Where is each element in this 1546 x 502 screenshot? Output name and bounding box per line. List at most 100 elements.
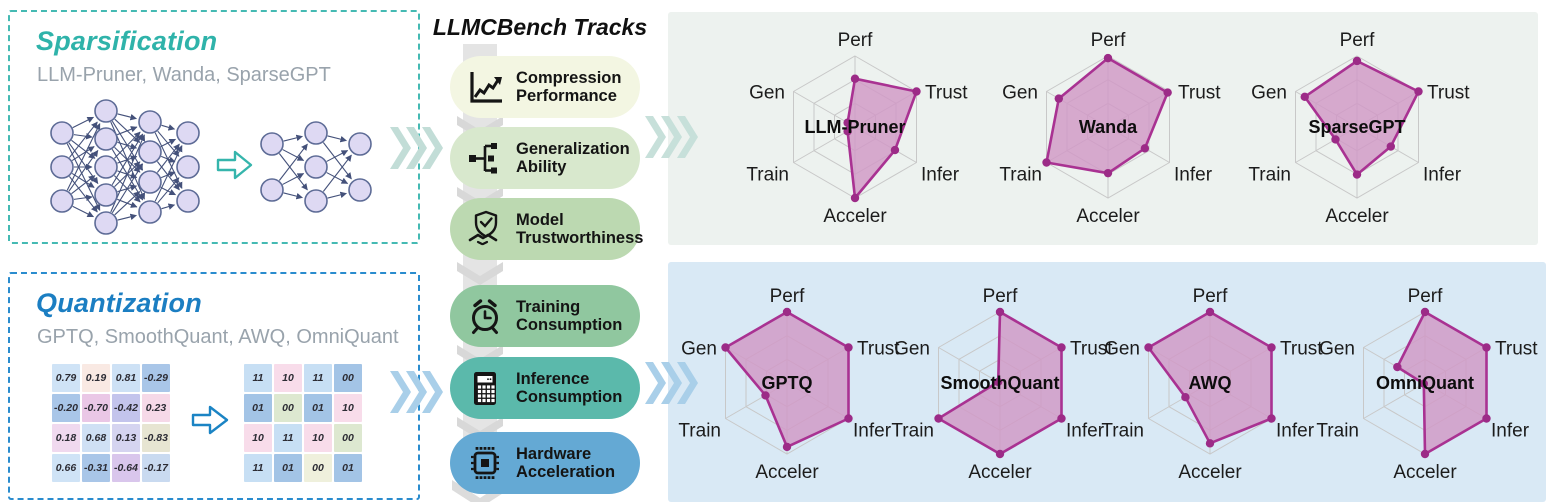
svg-text:Infer: Infer [921,165,960,186]
radar-method-name: OmniQuant [1376,373,1474,393]
float-matrix-cell: 0.18 [52,424,80,452]
svg-text:Perf: Perf [838,30,874,51]
float-matrix-cell: 0.68 [82,424,110,452]
float-matrix-cell: -0.29 [142,364,170,392]
float-matrix-cell: 0.66 [52,454,80,482]
svg-text:Acceler: Acceler [1178,462,1242,483]
float-matrix-cell: -0.42 [112,394,140,422]
float-matrix-cell: -0.31 [82,454,110,482]
radar-method-name: GPTQ [761,373,812,393]
int-matrix-cell: 01 [334,454,362,482]
svg-text:Trust: Trust [1427,83,1470,104]
int-matrix-cell: 10 [304,424,332,452]
svg-text:Acceler: Acceler [1325,206,1389,227]
svg-text:Train: Train [1316,421,1359,442]
svg-text:Train: Train [678,421,721,442]
sparsification-title: Sparsification [36,26,218,56]
sparsification-methods: LLM-Pruner, Wanda, SparseGPT [37,64,331,86]
int-matrix-cell: 00 [334,424,362,452]
svg-text:Gen: Gen [1251,83,1287,104]
int-matrix-cell: 11 [304,364,332,392]
svg-text:Trust: Trust [1280,339,1323,360]
radar-method-name: AWQ [1189,373,1232,393]
chevrons-quant-to-tracks-icon [390,371,444,418]
alarm-clock-icon [465,296,505,336]
int-matrix-cell: 10 [274,364,302,392]
svg-text:Trust: Trust [857,339,900,360]
svg-text:Perf: Perf [1193,286,1229,307]
svg-text:Infer: Infer [1174,165,1213,186]
int-matrix-cell: 11 [274,424,302,452]
float-matrix-cell: -0.20 [52,394,80,422]
int-matrix-cell: 00 [274,394,302,422]
chevrons-sparsify-to-tracks-icon [390,127,444,174]
int-matrix-cell: 00 [334,364,362,392]
int-matrix-cell: 01 [244,394,272,422]
svg-text:Infer: Infer [1276,421,1315,442]
calculator-icon [465,368,505,408]
int-matrix-cell: 01 [274,454,302,482]
tracks-title: LLMCBench Tracks [432,14,648,40]
svg-text:Gen: Gen [1002,83,1038,104]
quantization-box: Quantization GPTQ, SmoothQuant, AWQ, Omn… [8,272,420,500]
svg-text:Trust: Trust [1495,339,1538,360]
int-matrix-cell: 11 [244,454,272,482]
svg-text:Infer: Infer [1423,165,1462,186]
float-matrix-cell: 0.81 [112,364,140,392]
int-matrix-cell: 10 [244,424,272,452]
svg-text:Acceler: Acceler [1076,206,1140,227]
shield-handshake-icon [465,209,505,249]
svg-text:Train: Train [999,165,1042,186]
svg-text:Perf: Perf [1408,286,1444,307]
chip-icon [465,443,505,483]
svg-text:Gen: Gen [1104,339,1140,360]
float-matrix-cell: -0.17 [142,454,170,482]
radar-data-polygon [1045,56,1169,175]
svg-text:Perf: Perf [1340,30,1376,51]
float-matrix-cell: 0.13 [112,424,140,452]
svg-text:Trust: Trust [1070,339,1113,360]
radar-data-polygon [846,77,918,200]
float-matrix-cell: 0.23 [142,394,170,422]
svg-text:Train: Train [1101,421,1144,442]
svg-text:Gen: Gen [749,83,785,104]
radar-method-name: LLM-Pruner [805,117,906,137]
svg-text:Gen: Gen [681,339,717,360]
chevrons-tracks-to-sparsify-results-icon [645,116,699,163]
int-matrix-cell: 01 [304,394,332,422]
quantization-methods: GPTQ, SmoothQuant, AWQ, OmniQuant [37,326,399,348]
float-matrix-cell: 0.79 [52,364,80,392]
chevrons-tracks-to-quant-results-icon [645,362,699,409]
float-matrix-cell: 0.19 [82,364,110,392]
svg-text:Acceler: Acceler [755,462,819,483]
pruning-network-diagram [50,99,372,235]
quantize-arrow-icon [191,405,229,435]
svg-text:Gen: Gen [1319,339,1355,360]
float-matrix-cell: -0.64 [112,454,140,482]
tree-icon [465,138,505,178]
svg-text:Trust: Trust [925,83,968,104]
